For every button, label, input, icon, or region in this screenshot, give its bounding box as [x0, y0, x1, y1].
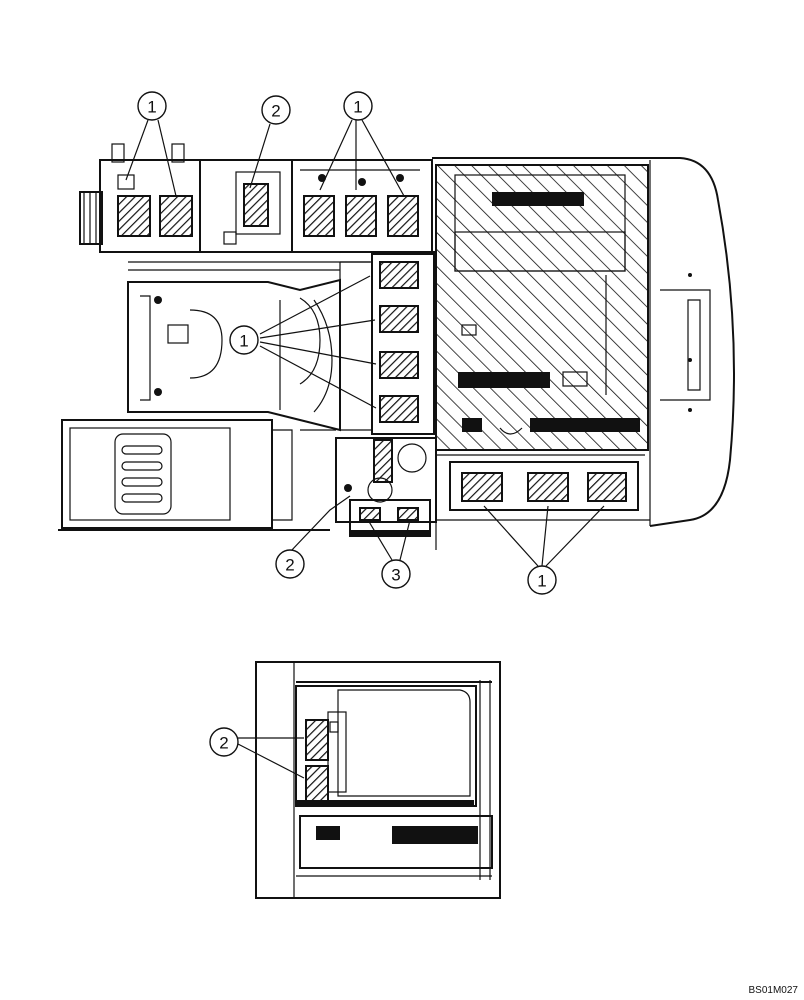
insulation-pad [305, 765, 329, 803]
insulation-pad [461, 472, 503, 502]
callout-1-top-left: 1 [137, 91, 167, 121]
insulation-pad [243, 183, 269, 227]
callout-3-bottom: 3 [381, 559, 411, 589]
insulation-pad [379, 351, 419, 379]
insulation-pad [159, 195, 193, 237]
insulation-pad [345, 195, 377, 237]
callout-label: 2 [271, 102, 280, 121]
callout-label: 1 [537, 572, 546, 591]
callout-label: 2 [285, 556, 294, 575]
callout-1-top-right: 1 [343, 91, 373, 121]
callout-2-bottom: 2 [275, 549, 305, 579]
machine-top-view [58, 143, 735, 550]
callout-2-top-middle: 2 [261, 95, 291, 125]
insulation-pad [303, 195, 335, 237]
callout-label: 1 [239, 332, 248, 351]
inset-cab-view [255, 661, 501, 899]
insulation-pad [305, 719, 329, 761]
insulation-pad [117, 195, 151, 237]
callout-label: 2 [219, 734, 228, 753]
callout-1-bottom-right: 1 [527, 565, 557, 595]
insulation-pad [527, 472, 569, 502]
insulation-pad [387, 195, 419, 237]
leader-lines [125, 119, 605, 567]
insulation-pad [359, 507, 381, 521]
callout-label: 1 [147, 98, 156, 117]
insulation-pad [379, 261, 419, 289]
drawing-code: BS01M027 [748, 985, 798, 996]
insulation-pad [379, 305, 419, 333]
callout-1-center: 1 [229, 325, 259, 355]
callout-label: 3 [391, 566, 400, 585]
insulation-pad [587, 472, 627, 502]
insulation-pad [397, 507, 419, 521]
engine-hood-panel [435, 164, 649, 451]
insulation-pad [373, 439, 393, 483]
insulation-pad [379, 395, 419, 423]
inset-leader [237, 737, 305, 779]
callout-2-inset: 2 [209, 727, 239, 757]
callout-label: 1 [353, 98, 362, 117]
